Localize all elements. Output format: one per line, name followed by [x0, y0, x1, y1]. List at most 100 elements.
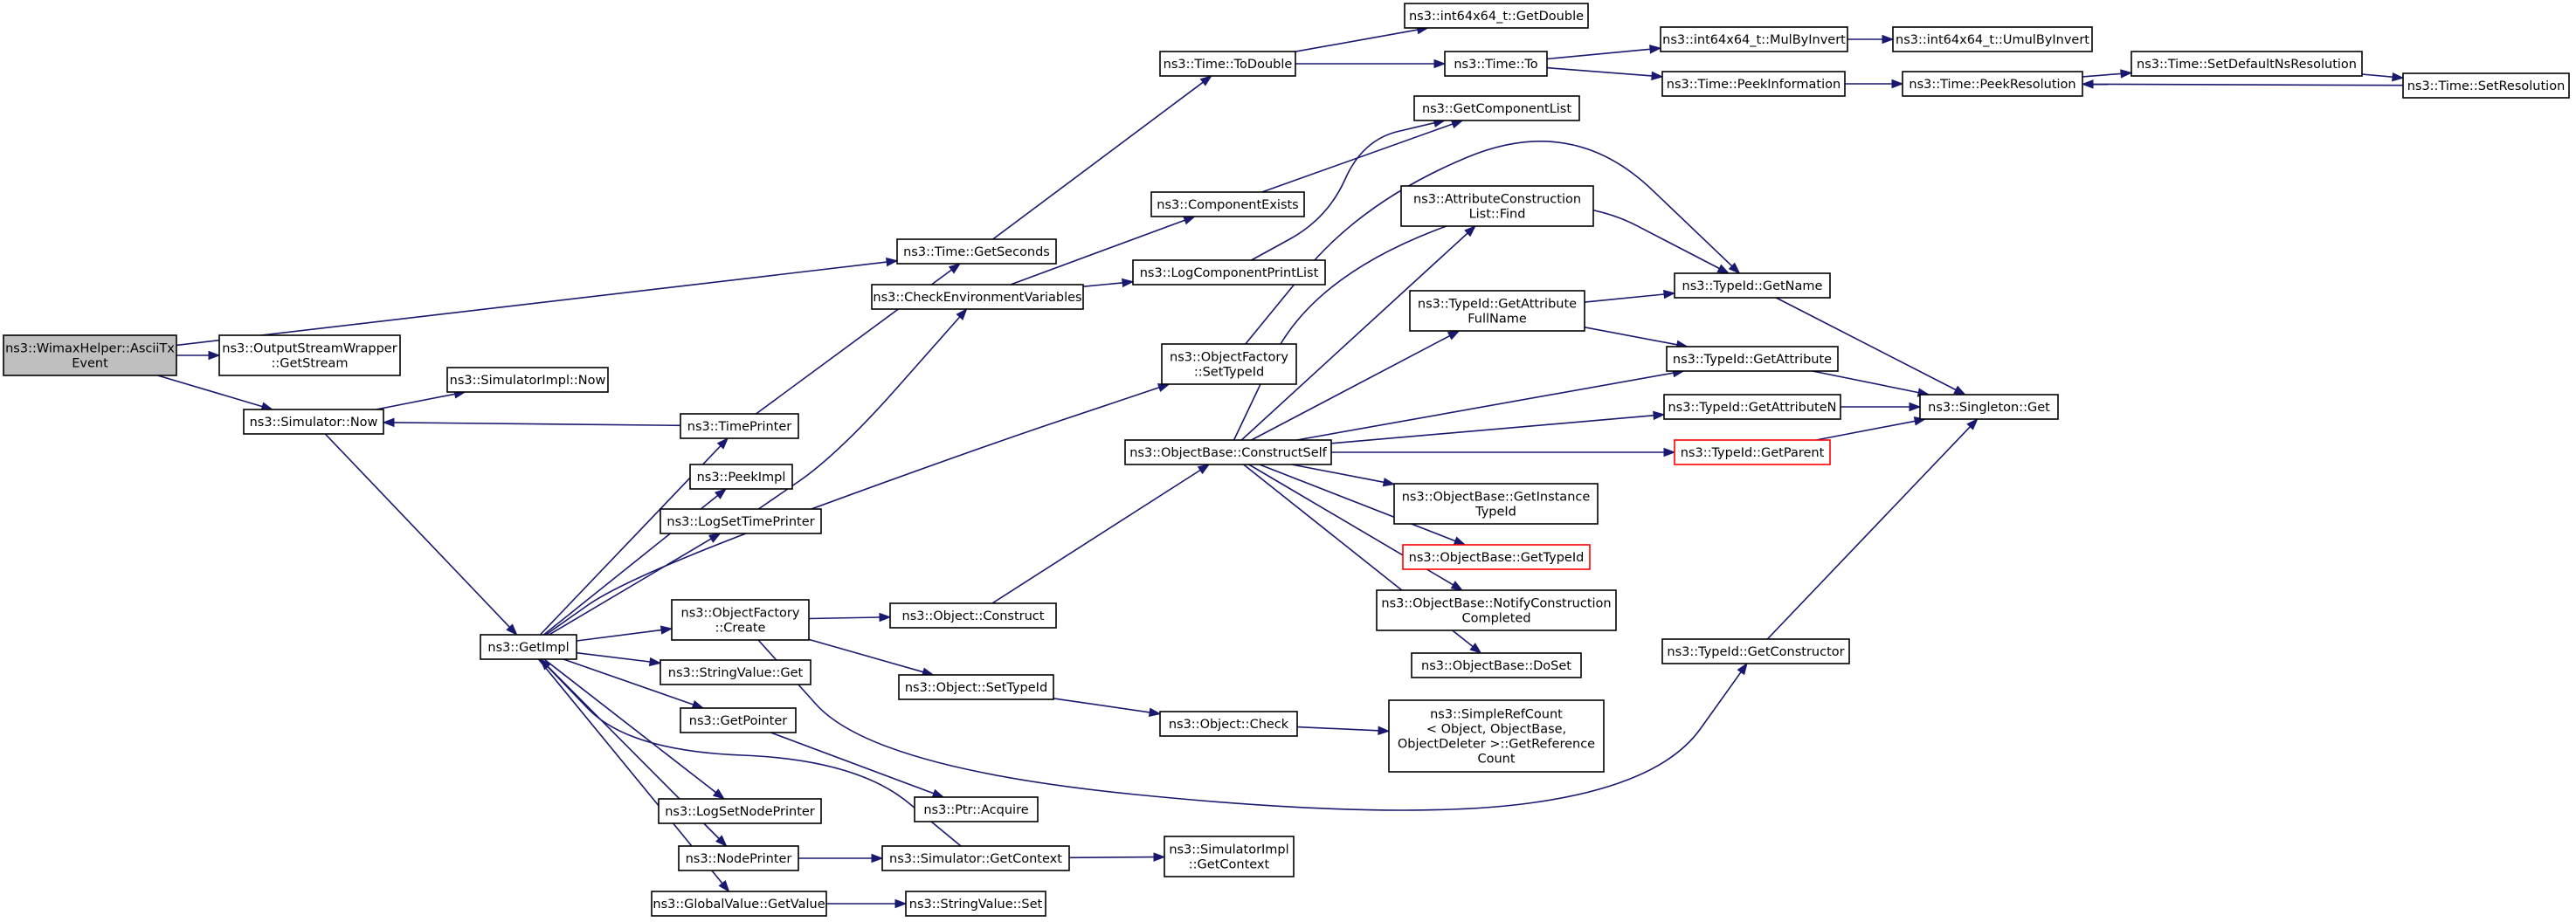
node-timegetseconds[interactable]: ns3::Time::GetSeconds	[896, 238, 1057, 265]
arrowhead-icon	[1378, 726, 1391, 735]
node-timesetdefaultns[interactable]: ns3::Time::SetDefaultNsResolution	[2131, 51, 2363, 77]
node-label: ns3::Ptr::Acquire	[923, 803, 1028, 817]
arrowhead-icon	[2081, 79, 2094, 89]
node-peekimpl[interactable]: ns3::PeekImpl	[689, 464, 793, 490]
node-timetodouble[interactable]: ns3::Time::ToDouble	[1159, 51, 1296, 77]
node-simplerefcount[interactable]: ns3::SimpleRefCount< Object, ObjectBase,…	[1388, 699, 1605, 773]
node-outputstream[interactable]: ns3::OutputStreamWrapper::GetStream	[218, 334, 401, 376]
node-timepeekinfo[interactable]: ns3::Time::PeekInformation	[1661, 71, 1846, 97]
node-objfactorycreate[interactable]: ns3::ObjectFactory::Create	[671, 599, 810, 641]
edge-line	[1584, 327, 1678, 346]
node-label: ns3::Time::SetResolution	[2407, 79, 2566, 93]
call-edge-getpointer-to-ptracquire	[770, 732, 945, 798]
node-box	[1161, 343, 1297, 385]
node-int64umulbyinvert[interactable]: ns3::int64x64_t::UmulByInvert	[1892, 26, 2093, 52]
node-singletonget[interactable]: ns3::Singleton::Get	[1919, 394, 2059, 420]
node-stringvalueget[interactable]: ns3::StringValue::Get	[660, 659, 811, 685]
node-typeidgetparent[interactable]: ns3::TypeId::GetParent	[1674, 439, 1831, 465]
edge-line	[1775, 297, 1957, 391]
node-label: Completed	[1461, 612, 1530, 626]
node-box	[1413, 95, 1580, 121]
node-nodeprinter[interactable]: ns3::NodePrinter	[678, 845, 799, 871]
node-label: ns3::int64x64_t::GetDouble	[1409, 10, 1584, 24]
edge-line	[1082, 282, 1123, 287]
node-label: ns3::ObjectBase::ConstructSelf	[1129, 446, 1327, 460]
node-logsettimeprinter[interactable]: ns3::LogSetTimePrinter	[660, 508, 822, 534]
node-label: ns3::StringValue::Get	[668, 666, 804, 680]
arrowhead-icon	[1450, 581, 1464, 591]
arrowhead-icon	[871, 853, 884, 864]
node-typeidgetconstructor[interactable]: ns3::TypeId::GetConstructor	[1661, 638, 1850, 664]
node-label: ::GetContext	[1189, 858, 1270, 872]
node-typeidgetattr[interactable]: ns3::TypeId::GetAttribute	[1666, 346, 1839, 372]
node-box	[1902, 71, 2083, 97]
node-int64mulbyinvert[interactable]: ns3::int64x64_t::MulByInvert	[1660, 26, 1848, 52]
node-timeto[interactable]: ns3::Time::To	[1444, 51, 1548, 77]
arrowhead-icon	[1122, 278, 1135, 288]
node-typeidgetname[interactable]: ns3::TypeId::GetName	[1674, 272, 1831, 299]
node-int64getdouble[interactable]: ns3::int64x64_t::GetDouble	[1404, 3, 1589, 29]
node-timesetres[interactable]: ns3::Time::SetResolution	[2402, 72, 2570, 99]
node-componentexists[interactable]: ns3::ComponentExists	[1150, 191, 1305, 217]
node-objfactorysettypeid[interactable]: ns3::ObjectFactory::SetTypeId	[1161, 343, 1297, 385]
node-logsetnodeprinter[interactable]: ns3::LogSetNodePrinter	[658, 798, 822, 824]
node-label: Event	[72, 357, 108, 371]
arrowhead-icon	[1433, 58, 1447, 69]
edge-line	[2361, 73, 2393, 78]
edge-line	[770, 732, 935, 795]
edge-line	[563, 658, 694, 705]
call-edge-globalvalueget-to-stringvalueset	[826, 898, 908, 909]
edge-line	[1812, 370, 1919, 394]
node-logcomplist[interactable]: ns3::LogComponentPrintList	[1132, 259, 1326, 286]
node-timeprinter[interactable]: ns3::TimePrinter	[680, 413, 799, 439]
node-notifyconstruction[interactable]: ns3::ObjectBase::NotifyConstructionCompl…	[1376, 589, 1617, 631]
call-edge-timesetres-to-timepeekres	[2081, 79, 2404, 89]
node-stringvalueset[interactable]: ns3::StringValue::Set	[905, 891, 1046, 917]
node-objsettypeid[interactable]: ns3::Object::SetTypeId	[898, 674, 1054, 700]
node-label: < Object, ObjectBase,	[1426, 723, 1566, 737]
edge-line	[1068, 856, 1155, 859]
edge-line	[1296, 726, 1379, 732]
node-label: ns3::int64x64_t::MulByInvert	[1662, 33, 1846, 47]
node-objbasegettypeid[interactable]: ns3::ObjectBase::GetTypeId	[1402, 544, 1591, 570]
arrowhead-icon	[931, 788, 945, 798]
arrowhead-icon	[879, 612, 892, 623]
node-simgetcontext[interactable]: ns3::Simulator::GetContext	[881, 845, 1070, 871]
node-getcomplist[interactable]: ns3::GetComponentList	[1413, 95, 1580, 121]
node-simimplgetcontext[interactable]: ns3::SimulatorImpl::GetContext	[1164, 836, 1295, 877]
node-getimpl[interactable]: ns3::GetImpl	[480, 634, 577, 660]
call-edge-objfactorycreate-to-objsettypeid	[808, 638, 935, 677]
node-typeidgetattrn[interactable]: ns3::TypeId::GetAttributeN	[1663, 394, 1841, 420]
node-box	[1376, 589, 1617, 631]
node-ptracquire[interactable]: ns3::Ptr::Acquire	[914, 796, 1039, 822]
node-label: ns3::Time::PeekInformation	[1667, 78, 1840, 92]
node-globalvalueget[interactable]: ns3::GlobalValue::GetValue	[651, 891, 827, 917]
node-objconstruct[interactable]: ns3::Object::Construct	[889, 602, 1057, 629]
node-constructself[interactable]: ns3::ObjectBase::ConstructSelf	[1124, 439, 1332, 465]
call-edge-root-to-outputstream	[176, 350, 221, 361]
call-edge-typeidgetattrfullname-to-typeidgetname	[1584, 289, 1676, 303]
node-box	[1393, 483, 1599, 525]
node-label: ns3::Time::ToDouble	[1164, 58, 1293, 72]
node-box	[896, 238, 1057, 265]
node-simnow[interactable]: ns3::Simulator::Now	[243, 409, 384, 435]
call-edge-objconstruct-to-constructself	[991, 464, 1211, 604]
node-getpointer[interactable]: ns3::GetPointer	[680, 707, 797, 733]
node-objbasedoset[interactable]: ns3::ObjectBase::DoSet	[1411, 652, 1582, 678]
node-box	[1674, 272, 1831, 299]
node-label: ns3::SimpleRefCount	[1430, 708, 1563, 722]
node-box	[1159, 51, 1296, 77]
node-simimplnow[interactable]: ns3::SimulatorImpl::Now	[446, 367, 609, 393]
node-timepeekres[interactable]: ns3::Time::PeekResolution	[1902, 71, 2083, 97]
node-objcheck[interactable]: ns3::Object::Check	[1159, 711, 1298, 737]
call-edge-constructself-to-attrconstrfind	[1240, 225, 1476, 441]
node-checkenv[interactable]: ns3::CheckEnvironmentVariables	[871, 284, 1084, 310]
arrowhead-icon	[956, 307, 968, 320]
call-edge-timeto-to-int64mulbyinvert	[1546, 45, 1662, 60]
node-box	[660, 508, 822, 534]
call-edges	[157, 25, 2405, 909]
